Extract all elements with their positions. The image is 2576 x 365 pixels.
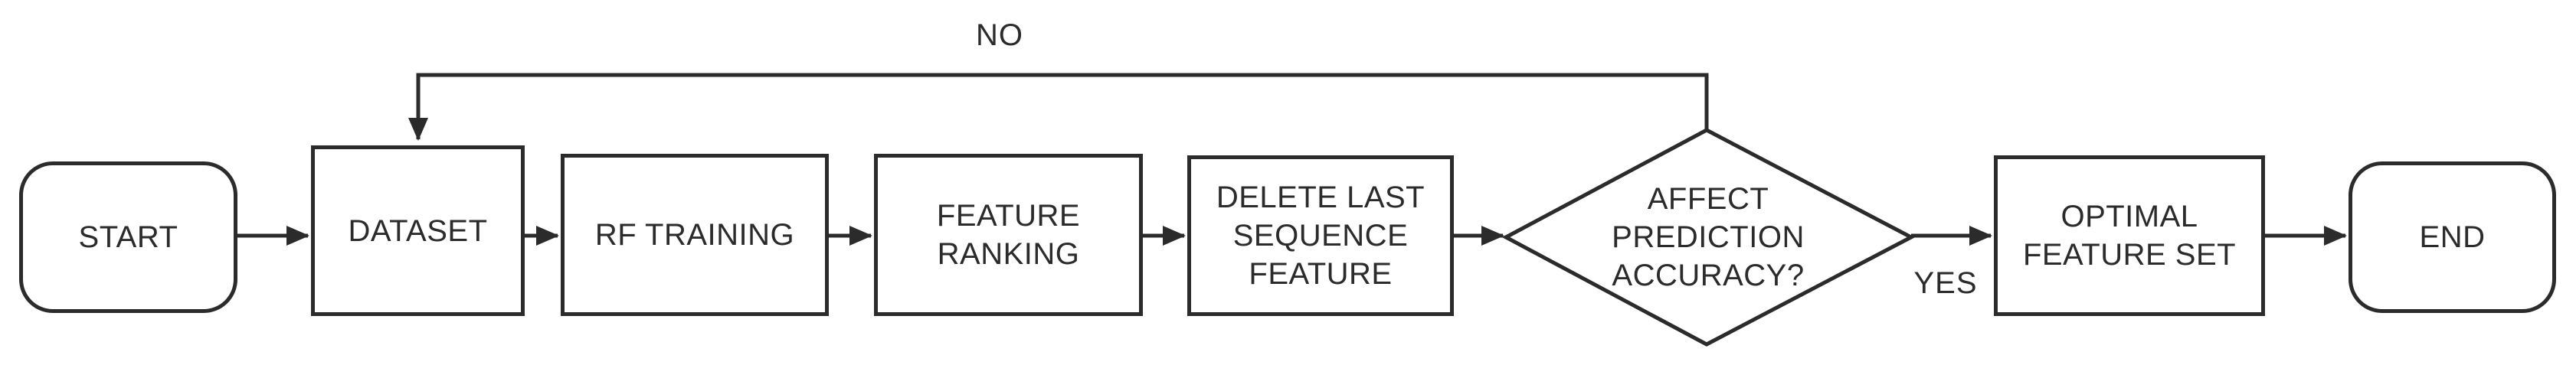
node-decision-line2: PREDICTION bbox=[1612, 220, 1805, 254]
node-feature-ranking-line1: FEATURE bbox=[936, 199, 1081, 233]
node-start: START bbox=[19, 161, 237, 313]
node-feature-ranking-line2: RANKING bbox=[937, 237, 1080, 271]
node-delete-line3: FEATURE bbox=[1249, 257, 1393, 291]
node-dataset-label: DATASET bbox=[348, 213, 488, 248]
node-delete-line2: SEQUENCE bbox=[1232, 219, 1409, 253]
node-delete-line1: DELETE LAST bbox=[1216, 181, 1425, 214]
node-decision-line1: AFFECT bbox=[1647, 182, 1769, 216]
node-optimal-line1: OPTIMAL bbox=[2060, 200, 2198, 233]
node-delete-last-sequence-feature: DELETE LAST SEQUENCE FEATURE bbox=[1187, 155, 1454, 316]
node-end: END bbox=[2349, 161, 2556, 313]
node-rf-training: RF TRAINING bbox=[561, 154, 829, 316]
node-feature-ranking: FEATURE RANKING bbox=[874, 154, 1143, 316]
edge-label-no: NO bbox=[976, 18, 1023, 52]
node-optimal-feature-set: OPTIMAL FEATURE SET bbox=[1994, 155, 2265, 316]
edge-label-yes: YES bbox=[1913, 266, 1978, 300]
node-dataset: DATASET bbox=[311, 145, 525, 316]
node-decision-line3: ACCURACY? bbox=[1612, 259, 1805, 292]
node-end-label: END bbox=[2419, 220, 2486, 254]
edge-no-loop bbox=[408, 73, 1709, 141]
node-rf-training-label: RF TRAINING bbox=[594, 218, 795, 252]
node-start-label: START bbox=[78, 220, 178, 254]
node-decision-label: AFFECT PREDICTION ACCURACY? bbox=[1555, 180, 1861, 295]
node-optimal-line2: FEATURE SET bbox=[2022, 238, 2237, 272]
